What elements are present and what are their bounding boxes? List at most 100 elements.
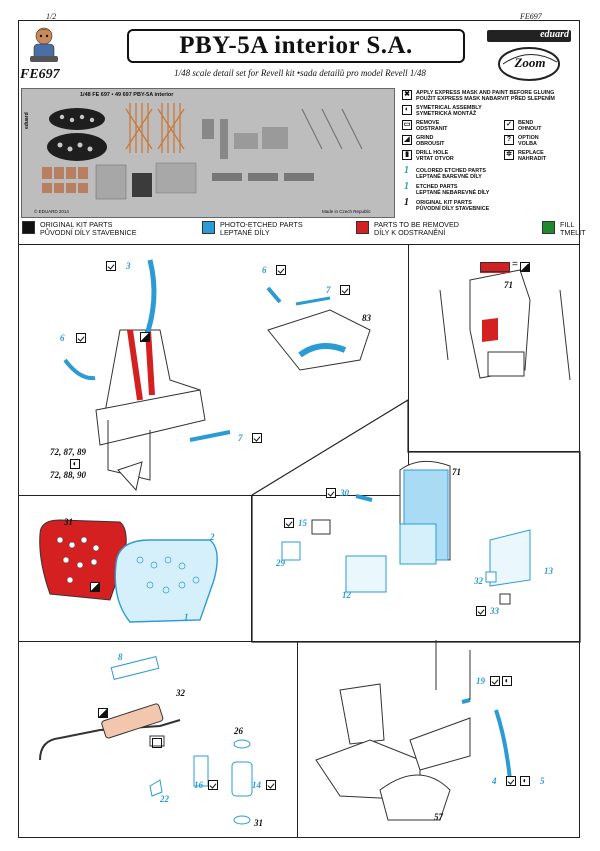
- part-5: 5: [540, 776, 545, 786]
- kit-ref-31b: 31: [254, 818, 263, 828]
- page-number: 1/2: [46, 12, 57, 21]
- replace-icon: ✲: [504, 150, 514, 160]
- color-legend-cz: PŮVODNÍ DÍLY STAVEBNICE: [40, 228, 137, 237]
- legend-text-cz: VRTAT OTVOR: [416, 156, 454, 162]
- bend-icon: [506, 776, 516, 786]
- equals-sign: =: [512, 259, 518, 270]
- legend-text-cz: SYMETRICKÁ MONTÁŽ: [416, 111, 477, 117]
- part-29: 29: [276, 558, 285, 568]
- remove-swatch: [480, 262, 510, 272]
- bend-icon: [476, 606, 486, 616]
- bend-icon: [76, 333, 86, 343]
- parts-key-en: COLORED ETCHED PARTS: [416, 168, 486, 174]
- kit-ref-console: 83: [362, 313, 371, 323]
- bend-icon: [284, 518, 294, 528]
- part-3: 3: [126, 261, 131, 271]
- part-13: 13: [544, 566, 553, 576]
- part-16: 16: [194, 780, 203, 790]
- set-code: FE697: [20, 67, 60, 82]
- legend-text-en: GRIND: [416, 135, 434, 141]
- kit-ref-pedals: 57: [434, 812, 443, 822]
- bend-icon: [276, 265, 286, 275]
- instruction-legend: ✖APPLY EXPRESS MASK AND PAINT BEFORE GLU…: [400, 88, 580, 218]
- symmetrical-icon: ◐: [70, 459, 80, 469]
- kit-ref-26: 26: [234, 726, 243, 736]
- option-icon: ?: [504, 135, 514, 145]
- bend-icon: [208, 780, 218, 790]
- symmetrical-icon: ◐: [402, 105, 412, 115]
- brand-sub: Zoom: [514, 55, 546, 70]
- subtitle: 1/48 scale detail set for Revell kit •sa…: [174, 68, 426, 78]
- color-legend-cz: TMELIT: [560, 228, 586, 237]
- kit-ref-panel: 31: [64, 517, 73, 527]
- part-2: 2: [210, 532, 215, 542]
- color-legend-cz: DÍLY K ODSTRANĚNÍ: [374, 228, 446, 237]
- color-swatch: [542, 221, 555, 234]
- color-legend-en: FILL: [560, 220, 575, 229]
- grind-icon: ◢: [402, 135, 412, 145]
- symmetrical-icon: ◐: [520, 776, 530, 786]
- legend-text-cz: POUŽIT EXPRESS MASK NABARVIT PŘED SLEPEN…: [416, 96, 555, 102]
- parts-key-number: 1: [404, 165, 409, 176]
- color-swatch: [202, 221, 215, 234]
- eduard-zoom-logo: eduard Zoom: [483, 28, 575, 84]
- mask-swatch-icon: [520, 262, 530, 272]
- mask-swatch-icon: [90, 582, 100, 592]
- part-12: 12: [342, 590, 351, 600]
- kit-ref-column: 32: [176, 688, 185, 698]
- part-7: 7: [238, 433, 243, 443]
- color-legend-en: PHOTO-ETCHED PARTS: [220, 220, 303, 229]
- part-32: 32: [474, 576, 483, 586]
- mask-swatch-icon: [98, 708, 108, 718]
- remove-icon: [152, 738, 162, 748]
- legend-text-cz: OBROUSIT: [416, 141, 445, 147]
- fret-footer-left: © EDUARD 2014: [34, 209, 69, 214]
- legend-text-cz: NAHRADIT: [518, 156, 547, 162]
- color-swatch: [356, 221, 369, 234]
- kit-ref-seat-a: 72, 87, 89: [50, 447, 86, 457]
- part-22: 22: [160, 794, 169, 804]
- part-1: 1: [184, 612, 189, 622]
- fret-footer-right: Made in Czech Republic: [322, 209, 371, 214]
- legend-text-en: APPLY EXPRESS MASK AND PAINT BEFORE GLUI…: [416, 90, 555, 96]
- parts-key-cz: LEPTANÉ NEBAREVNÉ DÍLY: [416, 190, 490, 196]
- bend-icon: [490, 676, 500, 686]
- color-legend-en: PARTS TO BE REMOVED: [374, 220, 459, 229]
- parts-key-cz: PŮVODNÍ DÍLY STAVEBNICE: [416, 206, 490, 212]
- part-19: 19: [476, 676, 485, 686]
- parts-key-number: 1: [404, 197, 409, 208]
- bend-icon: [340, 285, 350, 295]
- fret-label: 1/48 FE 697 • 49 697 PBY-5A interior: [80, 92, 174, 98]
- bend-icon: ✓: [504, 120, 514, 130]
- bend-icon: [106, 261, 116, 271]
- part-6: 6: [60, 333, 65, 343]
- parts-key-number: 1: [404, 181, 409, 192]
- legend-text-en: REPLACE: [518, 150, 544, 156]
- title-box: PBY-5A interior S.A.: [127, 29, 465, 63]
- sheet-code: FE697: [520, 12, 542, 21]
- color-swatch: [22, 221, 35, 234]
- legend-mask: ✖APPLY EXPRESS MASK AND PAINT BEFORE GLU…: [402, 90, 580, 102]
- part-15: 15: [298, 518, 307, 528]
- part-6-console: 6: [262, 265, 267, 275]
- kit-ref-rear: 71: [504, 280, 513, 290]
- parts-key-en: ETCHED PARTS: [416, 184, 458, 190]
- brand-name: eduard: [540, 29, 569, 40]
- legend-text-en: BEND: [518, 120, 534, 126]
- mascot-logo: [22, 22, 66, 66]
- symmetrical-icon: ◐: [502, 676, 512, 686]
- legend-text-en: REMOVE: [416, 120, 440, 126]
